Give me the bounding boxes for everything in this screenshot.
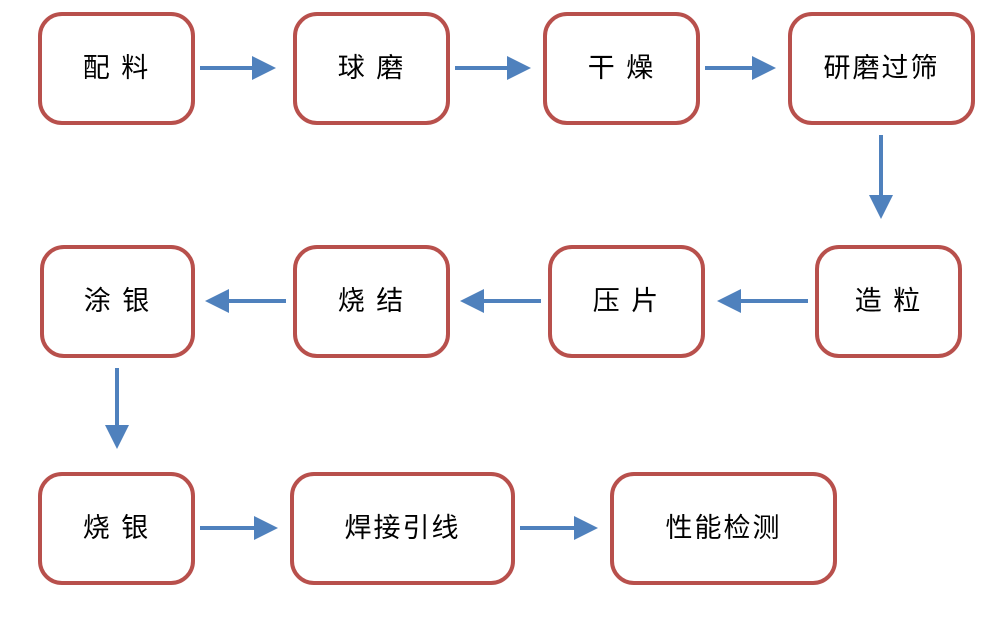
node-sintering: 烧 结 <box>293 245 450 358</box>
node-silver-firing-label: 烧 银 <box>82 513 151 544</box>
node-ball-milling-label: 球 磨 <box>337 53 406 84</box>
node-drying-label: 干 燥 <box>587 53 656 84</box>
node-tableting: 压 片 <box>548 245 705 358</box>
node-drying: 干 燥 <box>543 12 700 125</box>
node-sintering-label: 烧 结 <box>337 286 406 317</box>
node-grinding-sieving-label: 研磨过筛 <box>823 53 940 84</box>
node-tableting-label: 压 片 <box>592 286 661 317</box>
node-batching: 配 料 <box>38 12 195 125</box>
node-performance-testing-label: 性能检测 <box>665 513 782 544</box>
node-silver-coating: 涂 银 <box>40 245 195 358</box>
node-silver-coating-label: 涂 银 <box>83 286 152 317</box>
node-batching-label: 配 料 <box>82 53 151 84</box>
node-granulation-label: 造 粒 <box>854 286 923 317</box>
node-silver-firing: 烧 银 <box>38 472 195 585</box>
node-granulation: 造 粒 <box>815 245 962 358</box>
node-performance-testing: 性能检测 <box>610 472 837 585</box>
node-ball-milling: 球 磨 <box>293 12 450 125</box>
node-grinding-sieving: 研磨过筛 <box>788 12 975 125</box>
node-lead-welding: 焊接引线 <box>290 472 515 585</box>
node-lead-welding-label: 焊接引线 <box>344 513 461 544</box>
